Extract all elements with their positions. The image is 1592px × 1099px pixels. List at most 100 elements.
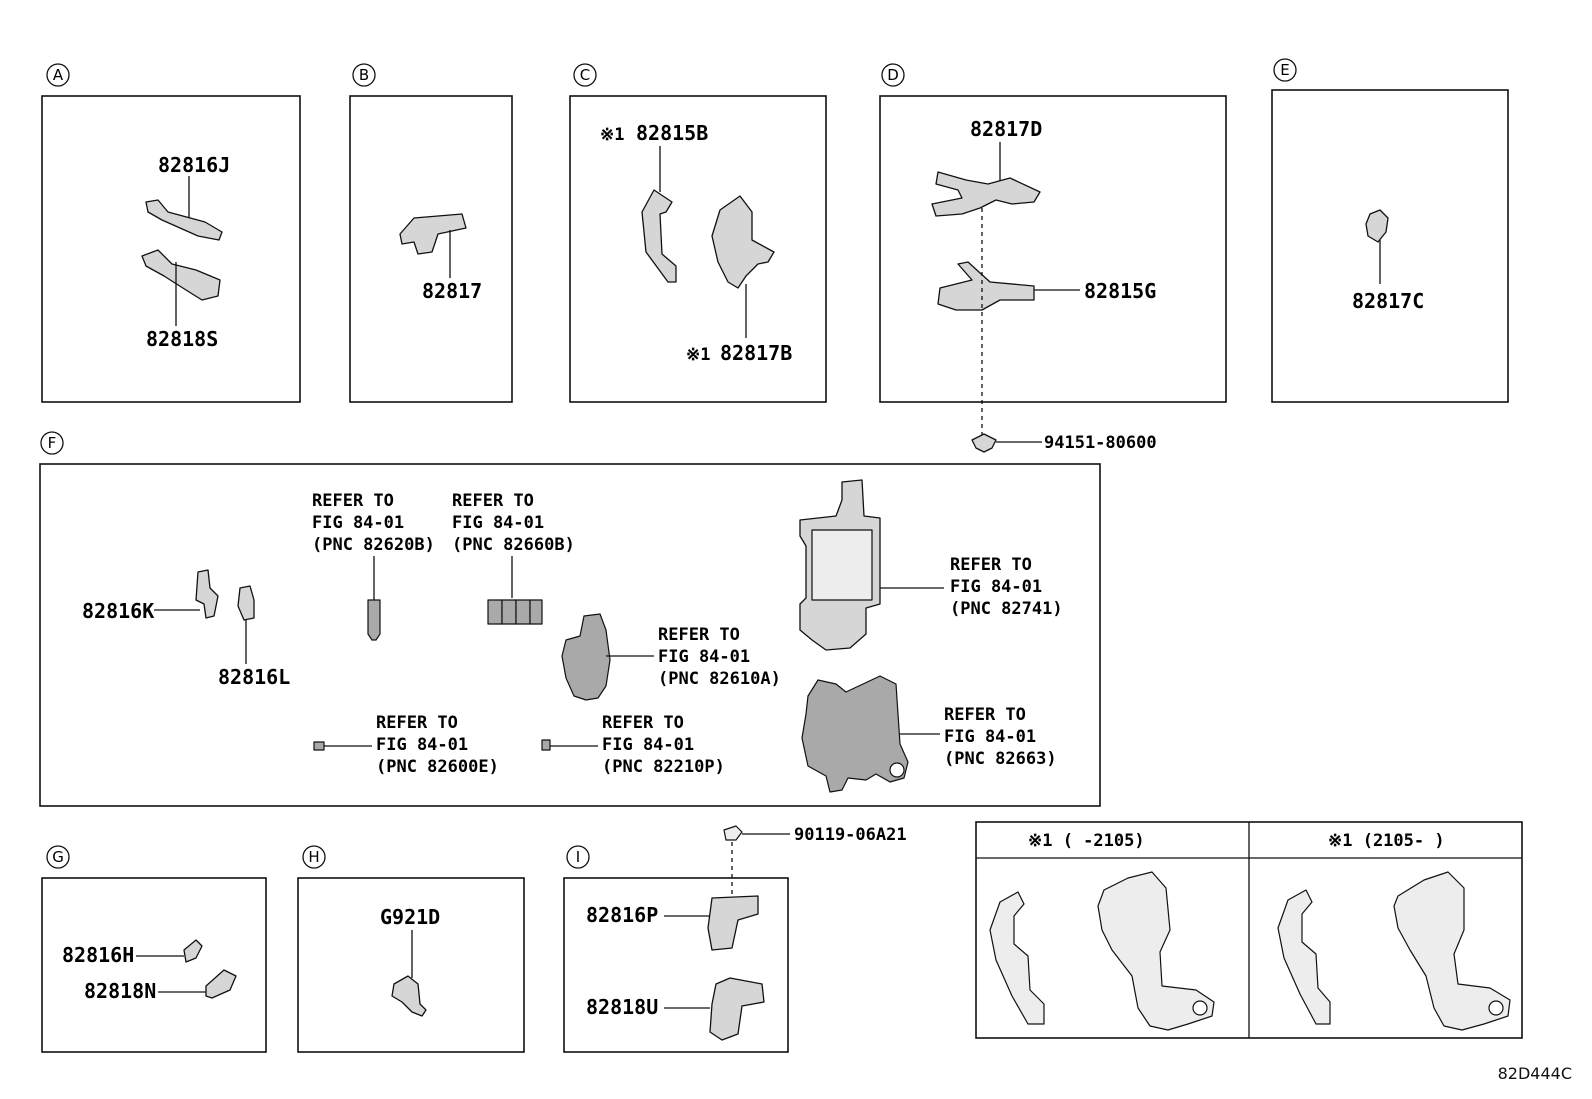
label-82817c: 82817C bbox=[1352, 289, 1424, 313]
note-mark-82815b: ※1 bbox=[600, 125, 624, 145]
note-mark-82817b: ※1 bbox=[686, 345, 710, 365]
label-82816k: 82816K bbox=[82, 599, 154, 623]
refer-82610a-line3: (PNC 82610A) bbox=[658, 669, 781, 689]
label-90119: 90119-06A21 bbox=[794, 825, 907, 845]
label-g921d: G921D bbox=[380, 905, 440, 929]
refer-82600e-line2: FIG 84-01 bbox=[376, 735, 468, 755]
refer-82210p-line3: (PNC 82210P) bbox=[602, 757, 725, 777]
refer-82741-line2: FIG 84-01 bbox=[950, 577, 1042, 597]
refer-82600e-line1: REFER TO bbox=[376, 713, 458, 733]
refer-82663-line3: (PNC 82663) bbox=[944, 749, 1057, 769]
refer-82610a-line2: FIG 84-01 bbox=[658, 647, 750, 667]
badge-f: F bbox=[40, 431, 64, 455]
panel-g bbox=[41, 877, 267, 1053]
label-82815g: 82815G bbox=[1084, 279, 1156, 303]
label-82818u: 82818U bbox=[586, 995, 658, 1019]
label-82818n: 82818N bbox=[84, 979, 156, 1003]
part-82817c-icon bbox=[1365, 209, 1389, 243]
part-82663-hole bbox=[889, 762, 905, 778]
variant-right-header: ※1 (2105- ) bbox=[1328, 831, 1445, 851]
badge-c: C bbox=[573, 63, 597, 87]
part-82817b-icon bbox=[711, 195, 775, 289]
part-82741-inner bbox=[811, 529, 873, 601]
refer-82663-line2: FIG 84-01 bbox=[944, 727, 1036, 747]
badge-a: A bbox=[46, 63, 70, 87]
label-82816p: 82816P bbox=[586, 903, 658, 927]
part-82816l-icon bbox=[237, 585, 255, 621]
panel-e bbox=[1271, 89, 1509, 403]
badge-e: E bbox=[1273, 58, 1297, 82]
part-82817-icon bbox=[399, 213, 467, 255]
svg-text:F: F bbox=[48, 434, 57, 452]
refer-82210p-line1: REFER TO bbox=[602, 713, 684, 733]
badge-g: G bbox=[46, 845, 70, 869]
refer-82663-line1: REFER TO bbox=[944, 705, 1026, 725]
part-82816h-icon bbox=[183, 939, 203, 963]
refer-82620b-line3: (PNC 82620B) bbox=[312, 535, 435, 555]
svg-text:G: G bbox=[52, 848, 64, 866]
refer-82210p-line2: FIG 84-01 bbox=[602, 735, 694, 755]
variant-left-header: ※1 ( -2105) bbox=[1028, 831, 1145, 851]
refer-82610a-line1: REFER TO bbox=[658, 625, 740, 645]
part-82663-icon bbox=[801, 675, 909, 793]
refer-82620b-line2: FIG 84-01 bbox=[312, 513, 404, 533]
badge-b: B bbox=[352, 63, 376, 87]
part-82816p-icon bbox=[707, 895, 759, 951]
variant-new-housing-icon bbox=[1393, 871, 1511, 1031]
part-82600e-icon bbox=[313, 741, 325, 751]
label-82816l: 82816L bbox=[218, 665, 290, 689]
part-82818s-icon bbox=[141, 249, 221, 301]
svg-text:A: A bbox=[53, 66, 64, 84]
label-82818s: 82818S bbox=[146, 327, 218, 351]
label-82817: 82817 bbox=[422, 279, 482, 303]
svg-text:C: C bbox=[580, 66, 590, 84]
svg-text:I: I bbox=[576, 848, 580, 866]
badge-d: D bbox=[881, 63, 905, 87]
part-82815g-icon bbox=[937, 261, 1035, 311]
label-94151: 94151-80600 bbox=[1044, 433, 1157, 453]
part-82817d-icon bbox=[931, 171, 1041, 217]
badge-h: H bbox=[302, 845, 326, 869]
panel-a bbox=[41, 95, 301, 403]
part-82620b-icon bbox=[367, 599, 381, 641]
part-82818n-icon bbox=[205, 969, 237, 999]
refer-82620b-line1: REFER TO bbox=[312, 491, 394, 511]
refer-82660b-line2: FIG 84-01 bbox=[452, 513, 544, 533]
refer-82600e-line3: (PNC 82600E) bbox=[376, 757, 499, 777]
variant-new-housing-hole bbox=[1488, 1000, 1504, 1016]
refer-82660b-line1: REFER TO bbox=[452, 491, 534, 511]
panel-i bbox=[563, 877, 789, 1053]
part-82610a-icon bbox=[561, 613, 611, 701]
variant-old-housing-hole bbox=[1192, 1000, 1208, 1016]
clip-94151-icon bbox=[971, 433, 997, 453]
refer-82741-line3: (PNC 82741) bbox=[950, 599, 1063, 619]
part-82815b-icon bbox=[641, 189, 677, 283]
variant-old-bracket-icon bbox=[989, 891, 1045, 1025]
bolt-90119-icon bbox=[723, 825, 743, 841]
label-82817b: 82817B bbox=[720, 341, 792, 365]
svg-text:E: E bbox=[1280, 61, 1289, 79]
refer-82741-line1: REFER TO bbox=[950, 555, 1032, 575]
svg-text:B: B bbox=[359, 66, 369, 84]
label-82816h: 82816H bbox=[62, 943, 134, 967]
label-82815b: 82815B bbox=[636, 121, 708, 145]
panel-b bbox=[349, 95, 513, 403]
variant-new-bracket-icon bbox=[1277, 889, 1331, 1025]
panel-f bbox=[39, 463, 1101, 807]
label-82816j: 82816J bbox=[158, 153, 230, 177]
panel-d bbox=[879, 95, 1227, 403]
part-82816k-icon bbox=[195, 569, 219, 619]
svg-text:H: H bbox=[308, 848, 319, 866]
part-82210p-icon bbox=[541, 739, 551, 751]
diagram-code: 82D444C bbox=[1497, 1064, 1572, 1083]
badge-i: I bbox=[566, 845, 590, 869]
part-82816j-icon bbox=[145, 199, 223, 241]
variant-old-housing-icon bbox=[1097, 871, 1215, 1031]
label-82817d: 82817D bbox=[970, 117, 1042, 141]
refer-82660b-line3: (PNC 82660B) bbox=[452, 535, 575, 555]
part-g921d-icon bbox=[391, 975, 427, 1017]
part-82818u-icon bbox=[709, 977, 765, 1041]
panel-c bbox=[569, 95, 827, 403]
part-82660b-icon bbox=[487, 599, 543, 625]
